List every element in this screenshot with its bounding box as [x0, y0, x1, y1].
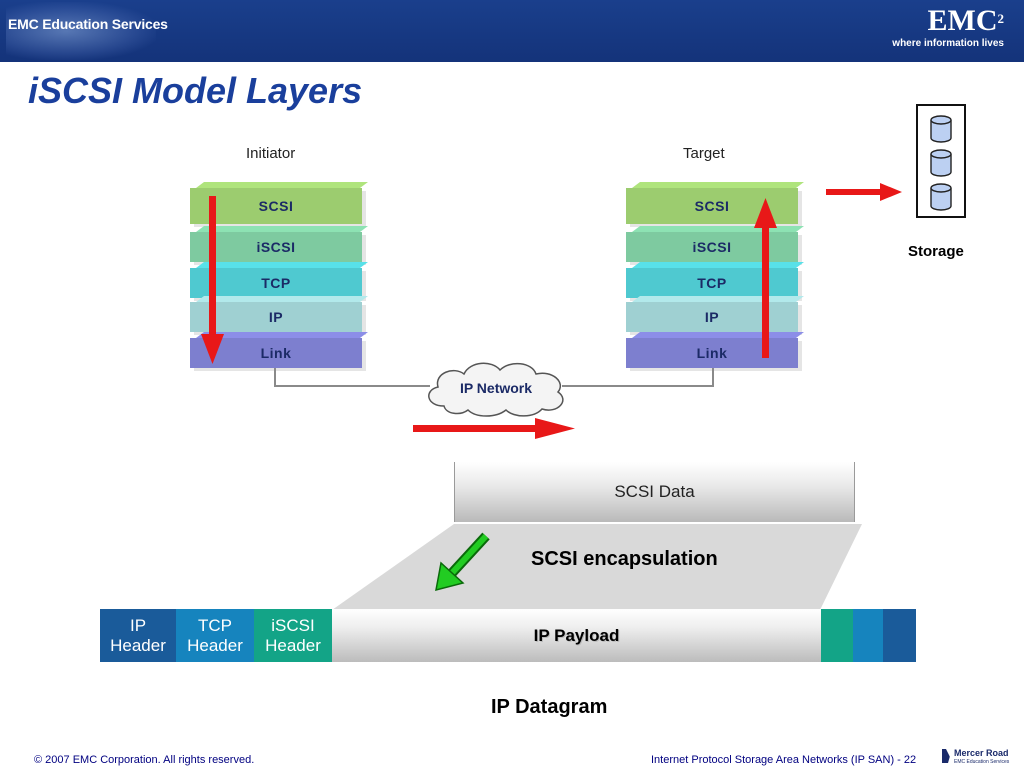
- initiator-layer-ip: IP: [190, 302, 362, 332]
- target-wire: [562, 385, 714, 387]
- slide-title: iSCSI Model Layers: [28, 70, 363, 111]
- right-arrow-storage: [826, 183, 902, 201]
- cloud-icon: [428, 362, 564, 417]
- target-layer-link: Link: [626, 338, 798, 368]
- tcp-header-line2: Header: [187, 635, 243, 655]
- iscsi-header-line1: iSCSI: [271, 615, 315, 635]
- ip-payload-cell: IP Payload: [332, 609, 821, 662]
- initiator-caption: Initiator: [246, 145, 296, 162]
- up-arrow: [754, 198, 777, 358]
- target-layer-iscsi: iSCSI: [626, 232, 798, 262]
- header-bar: EMC Education Services EMC2 where inform…: [0, 0, 1024, 62]
- initiator-wire: [274, 385, 430, 387]
- logo-superscript: 2: [997, 11, 1005, 26]
- ip-network-cloud: IP Network: [420, 356, 572, 420]
- ip-datagram: IP Header TCP Header iSCSI Header IP Pay…: [100, 609, 916, 662]
- target-caption: Target: [683, 145, 725, 162]
- disk-icon: [930, 115, 952, 211]
- down-arrow: [201, 196, 224, 364]
- tcp-header-line1: TCP: [198, 615, 232, 635]
- trailer-block-2: [853, 609, 883, 662]
- partner-name: Mercer Road: [954, 748, 1009, 758]
- iscsi-header-cell: iSCSI Header: [254, 609, 332, 662]
- initiator-layer-scsi: SCSI: [190, 188, 362, 224]
- scsi-data-block: SCSI Data: [454, 462, 855, 522]
- encapsulation-caption: SCSI encapsulation: [531, 548, 718, 570]
- logo-tagline: where information lives: [892, 38, 1004, 49]
- tcp-header-cell: TCP Header: [176, 609, 254, 662]
- ip-header-line2: Header: [110, 635, 166, 655]
- logo-mark: EMC: [927, 4, 998, 37]
- partner-subtitle: EMC Education Services: [954, 759, 1010, 765]
- storage-label: Storage: [908, 243, 964, 260]
- datagram-caption: IP Datagram: [491, 696, 608, 718]
- encapsulation-funnel: [332, 524, 862, 610]
- mercer-road-logo: [942, 749, 954, 763]
- target-wire-drop: [712, 368, 714, 386]
- iscsi-header-line2: Header: [265, 635, 321, 655]
- initiator-layer-tcp: TCP: [190, 268, 362, 298]
- initiator-layer-iscsi: iSCSI: [190, 232, 362, 262]
- globe-logo: [6, 2, 156, 60]
- trailer-block-1: [821, 609, 853, 662]
- org-label: EMC Education Services: [8, 16, 168, 32]
- right-arrow-network: [413, 418, 575, 439]
- ip-network-label: IP Network: [459, 380, 533, 396]
- storage-array: [916, 104, 966, 218]
- emc-logo: EMC2 where information lives: [892, 4, 1005, 50]
- target-layer-ip: IP: [626, 302, 798, 332]
- ip-header-line1: IP: [129, 615, 147, 635]
- copyright: © 2007 EMC Corporation. All rights reser…: [34, 754, 255, 766]
- green-arrow: [435, 532, 490, 592]
- course-title: Internet Protocol Storage Area Networks …: [651, 754, 917, 766]
- initiator-wire-drop: [274, 368, 276, 386]
- trailer-block-3: [883, 609, 916, 662]
- target-layer-tcp: TCP: [626, 268, 798, 298]
- ip-header-cell: IP Header: [100, 609, 176, 662]
